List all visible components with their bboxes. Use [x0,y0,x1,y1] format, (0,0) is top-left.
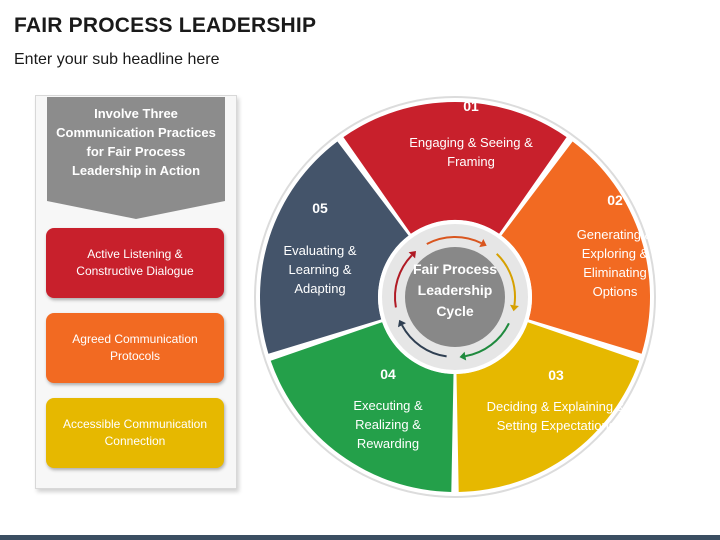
practices-header: Involve Three Communication Practices fo… [47,97,225,219]
cycle-arrow-3 [465,322,510,358]
practice-active-listening: Active Listening & Constructive Dialogue [46,228,224,298]
practices-header-text: Involve Three Communication Practices fo… [56,106,216,178]
segment-02-label: Generating & Exploring & Eliminating Opt… [576,227,654,299]
segment-01 [343,102,567,234]
cycle-arrow-1 [426,236,482,245]
cycle-arrowhead-2 [510,304,519,312]
segment-04-label: Executing & Realizing & Rewarding [353,398,423,451]
segment-04-number: 04 [380,366,396,382]
cycle-arrow-2 [496,253,516,306]
header-arrow-shape [47,97,225,219]
segment-01-number: 01 [463,98,479,114]
segment-03 [456,322,640,492]
segment-05 [259,141,409,354]
cycle-arrowhead-3 [459,351,467,361]
segment-02-number: 02 [607,192,623,208]
segment-05-number: 05 [312,200,328,216]
leadership-cycle-wheel [254,96,656,498]
segment-04 [270,322,454,492]
footer-bar [0,535,720,540]
cycle-arrow-5 [394,254,413,308]
segment-03-label: Deciding & Explaining & Setting Expectat… [486,399,626,433]
cycle-arrowhead-5 [408,251,416,259]
segment-02 [501,141,651,354]
page-title: FAIR PROCESS LEADERSHIP [14,14,317,37]
segment-03-number: 03 [548,367,564,383]
page-subtitle: Enter your sub headline here [14,51,220,68]
cycle-arrowhead-1 [479,239,487,248]
segment-05-label: Evaluating & Learning & Adapting [283,243,357,296]
practice-agreed-protocols: Agreed Communication Protocols [46,313,224,383]
cycle-center-label: Fair Process Leadership Cycle [412,261,498,319]
cycle-arrow-4 [401,324,447,358]
center-disc [405,247,505,347]
segment-01-label: Engaging & Seeing & Framing [409,135,533,169]
communication-practices-panel: Involve Three Communication Practices fo… [35,95,237,489]
cycle-arrowhead-4 [398,319,406,328]
practice-accessible-connection: Accessible Communication Connection [46,398,224,468]
